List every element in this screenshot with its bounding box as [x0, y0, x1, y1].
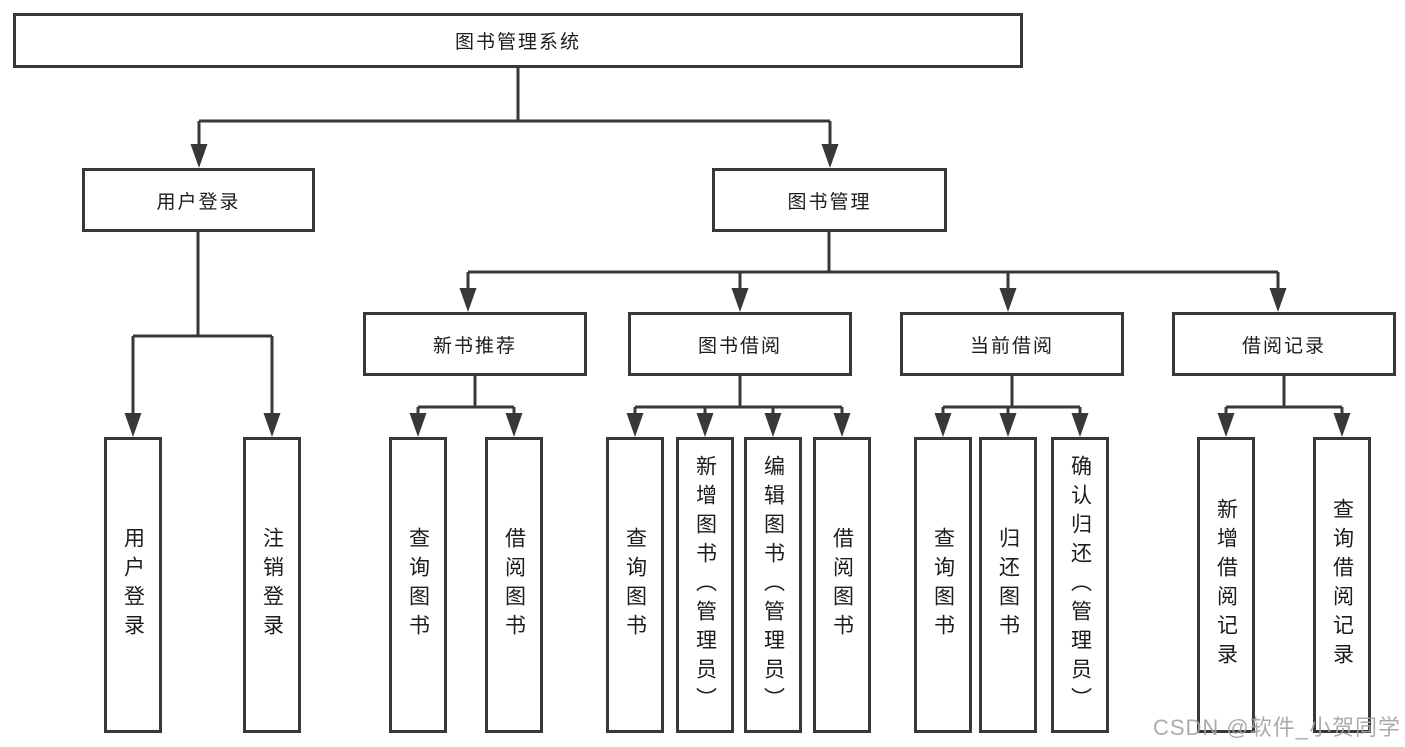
leaf-label: 新增借阅记录: [1214, 498, 1238, 672]
leaf-borrow-books: 借阅图书: [813, 437, 871, 733]
arrow-icon: [1333, 413, 1351, 437]
leaf-label: 查询图书: [931, 527, 955, 643]
leaf-label: 查询图书: [623, 527, 647, 643]
arrow-icon: [409, 413, 427, 437]
connector-borrow-to-leaves: [633, 376, 844, 416]
leaf-confirm-return-admin: 确认归还（管理员）: [1051, 437, 1109, 733]
connector-newrec-to-leaves: [416, 376, 516, 416]
connector-root-to-level2: [197, 68, 832, 148]
leaf-add-borrow-record: 新增借阅记录: [1197, 437, 1255, 733]
arrow-icon: [833, 413, 851, 437]
leaf-return-books: 归还图书: [979, 437, 1037, 733]
connector-login-to-leaves: [131, 232, 274, 416]
arrow-icon: [696, 413, 714, 437]
leaf-label: 查询图书: [406, 527, 430, 643]
arrow-icon: [999, 288, 1017, 312]
node-label: 当前借阅: [969, 335, 1054, 357]
arrow-icon: [626, 413, 644, 437]
node-label: 图书管理系统: [454, 32, 581, 53]
leaf-query-books: 查询图书: [914, 437, 972, 733]
arrow-icon: [821, 144, 839, 168]
leaf-label: 归还图书: [996, 527, 1020, 643]
node-user-login: 用户登录: [82, 168, 315, 232]
leaf-user-login: 用户登录: [104, 437, 162, 733]
connector-bookmgmt-to-level3: [466, 232, 1280, 291]
leaf-query-books: 查询图书: [606, 437, 664, 733]
watermark: CSDN @软件_小贺同学: [1152, 715, 1401, 740]
leaf-label: 确认归还（管理员）: [1068, 454, 1092, 716]
node-book-management: 图书管理: [712, 168, 947, 232]
leaf-label: 注销登录: [260, 527, 284, 643]
leaf-borrow-books: 借阅图书: [485, 437, 543, 733]
arrow-icon: [934, 413, 952, 437]
connector-records-to-leaves: [1224, 376, 1344, 416]
arrow-icon: [999, 413, 1017, 437]
arrow-icon: [1071, 413, 1089, 437]
leaf-label: 借阅图书: [502, 527, 526, 643]
node-current-borrowing: 当前借阅: [900, 312, 1124, 376]
node-label: 用户登录: [156, 191, 241, 213]
leaf-query-borrow-record: 查询借阅记录: [1313, 437, 1371, 733]
node-library-management-system: 图书管理系统: [13, 13, 1023, 68]
node-label: 图书借阅: [697, 335, 782, 357]
arrow-icon: [459, 288, 477, 312]
arrow-icon: [124, 413, 142, 437]
arrow-icon: [764, 413, 782, 437]
arrow-icon: [190, 144, 208, 168]
node-label: 新书推荐: [432, 335, 517, 357]
leaf-label: 新增图书（管理员）: [693, 454, 717, 716]
arrow-icon: [263, 413, 281, 437]
leaf-add-books-admin: 新增图书（管理员）: [676, 437, 734, 733]
node-label: 借阅记录: [1241, 335, 1326, 357]
node-new-book-recommendation: 新书推荐: [363, 312, 587, 376]
arrow-icon: [505, 413, 523, 437]
leaf-query-books: 查询图书: [389, 437, 447, 733]
leaf-edit-books-admin: 编辑图书（管理员）: [744, 437, 802, 733]
leaf-logout: 注销登录: [243, 437, 301, 733]
leaf-label: 查询借阅记录: [1330, 498, 1354, 672]
leaf-label: 编辑图书（管理员）: [761, 454, 785, 716]
arrowheads: [124, 144, 1351, 437]
node-borrowing-records: 借阅记录: [1172, 312, 1396, 376]
leaf-label: 借阅图书: [830, 527, 854, 643]
connector-current-to-leaves: [941, 376, 1082, 416]
leaf-label: 用户登录: [121, 527, 145, 643]
arrow-icon: [1217, 413, 1235, 437]
node-label: 图书管理: [787, 191, 872, 213]
arrow-icon: [731, 288, 749, 312]
node-book-borrowing: 图书借阅: [628, 312, 852, 376]
arrow-icon: [1269, 288, 1287, 312]
